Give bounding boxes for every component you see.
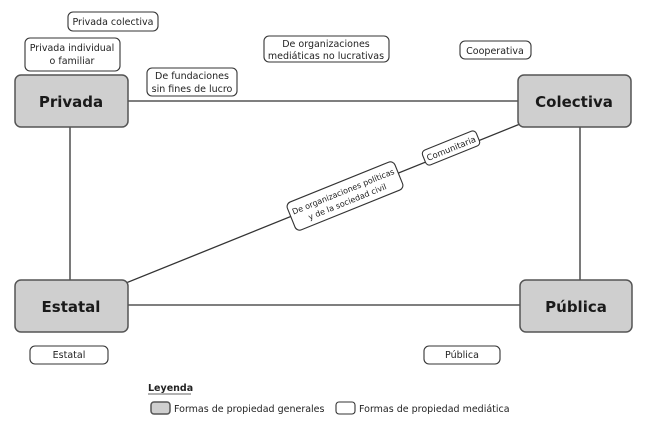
media-publica: Pública xyxy=(423,345,501,365)
media-organizaciones-mediaticas: De organizaciones mediáticas no lucrativ… xyxy=(263,35,390,63)
media-org-mediaticas-label-2: mediáticas no lucrativas xyxy=(268,51,384,62)
node-publica: Pública xyxy=(519,279,633,333)
node-estatal-label: Estatal xyxy=(42,298,101,316)
media-fundaciones-label-1: De fundaciones xyxy=(155,71,229,82)
media-organizaciones-politicas: De organizaciones políticas y de la soci… xyxy=(286,161,404,231)
media-fundaciones: De fundaciones sin fines de lucro xyxy=(146,67,238,97)
media-privada-individual-label-1: Privada individual xyxy=(30,43,115,54)
node-publica-label: Pública xyxy=(545,298,607,316)
media-estatal: Estatal xyxy=(29,345,109,365)
node-privada: Privada xyxy=(14,74,129,128)
media-cooperativa: Cooperativa xyxy=(459,40,532,60)
legend: Leyenda Formas de propiedad generales Fo… xyxy=(148,383,510,415)
media-publica-label: Pública xyxy=(445,350,479,361)
legend-swatch-media xyxy=(335,401,356,415)
media-privada-colectiva: Privada colectiva xyxy=(67,11,159,32)
legend-media-label: Formas de propiedad mediática xyxy=(359,404,510,415)
media-privada-individual: Privada individual o familiar xyxy=(24,37,121,72)
media-privada-individual-label-2: o familiar xyxy=(50,56,95,67)
node-estatal: Estatal xyxy=(14,279,129,333)
media-fundaciones-label-2: sin fines de lucro xyxy=(152,84,233,95)
legend-title: Leyenda xyxy=(148,383,193,394)
node-colectiva-label: Colectiva xyxy=(535,93,613,111)
media-privada-colectiva-label: Privada colectiva xyxy=(73,17,154,28)
media-cooperativa-label: Cooperativa xyxy=(466,46,524,57)
media-org-mediaticas-label-1: De organizaciones xyxy=(282,39,370,50)
legend-swatch-general xyxy=(150,401,171,415)
node-privada-label: Privada xyxy=(39,93,103,111)
media-comunitaria: Comunitaria xyxy=(421,130,481,166)
legend-general-label: Formas de propiedad generales xyxy=(174,404,325,415)
node-colectiva: Colectiva xyxy=(517,74,632,128)
media-estatal-label: Estatal xyxy=(53,350,86,361)
